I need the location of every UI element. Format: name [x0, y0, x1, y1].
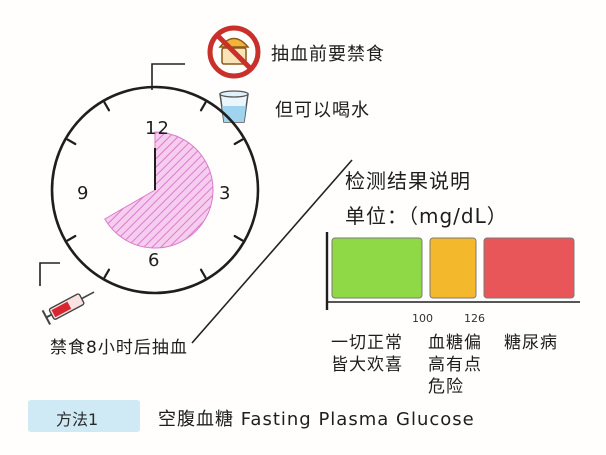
step-fast-hours: 禁食8小时后抽血 — [50, 338, 188, 358]
method-caption: 空腹血糖 Fasting Plasma Glucose — [158, 409, 475, 430]
band-label-normal: 一切正常 皆大欢喜 — [331, 332, 403, 376]
clock-number-9: 9 — [77, 183, 90, 204]
clock-number-12: 12 — [145, 118, 170, 139]
fasting-wedge — [104, 131, 214, 249]
clock-number-6: 6 — [148, 250, 161, 271]
clock-tick — [66, 138, 77, 146]
clock-tick — [199, 268, 207, 279]
clock-tick — [66, 234, 77, 242]
band-label-elevated: 血糖偏 高有点 危险 — [428, 332, 482, 398]
clock-tick — [199, 101, 207, 112]
clock-tick — [233, 234, 244, 242]
clock-icon — [50, 85, 260, 295]
water-glass-icon — [219, 90, 249, 123]
bracket-lines — [39, 63, 353, 344]
band-label-diabetes: 糖尿病 — [504, 332, 558, 354]
band-normal — [331, 237, 423, 299]
method-badge-text: 方法1 — [56, 410, 99, 429]
clock-tick — [103, 101, 111, 112]
method-badge: 方法1 — [28, 400, 140, 432]
clock-tick — [233, 138, 244, 146]
step-no-food: 抽血前要禁食 — [271, 44, 385, 65]
band-diabetes — [483, 237, 575, 299]
clock-ticks — [66, 101, 244, 279]
band-label-line: 糖尿病 — [504, 333, 558, 353]
clock-number-3: 3 — [219, 183, 232, 204]
clock-tick — [103, 268, 111, 279]
band-label-line: 血糖偏 — [428, 333, 482, 353]
no-food-icon — [207, 25, 261, 79]
band-label-line: 高有点 — [428, 355, 482, 375]
band-label-line: 危险 — [428, 377, 464, 397]
result-scale — [325, 232, 580, 310]
threshold-100: 100 — [412, 312, 433, 325]
syringe-icon — [41, 291, 95, 325]
threshold-126: 126 — [464, 312, 485, 325]
band-label-line: 皆大欢喜 — [331, 355, 403, 375]
band-elevated — [429, 237, 477, 299]
band-label-line: 一切正常 — [331, 333, 403, 353]
step-water-ok: 但可以喝水 — [275, 100, 370, 121]
results-unit: 单位：（mg/dL） — [345, 204, 508, 228]
results-title: 检测结果说明 — [345, 169, 471, 193]
